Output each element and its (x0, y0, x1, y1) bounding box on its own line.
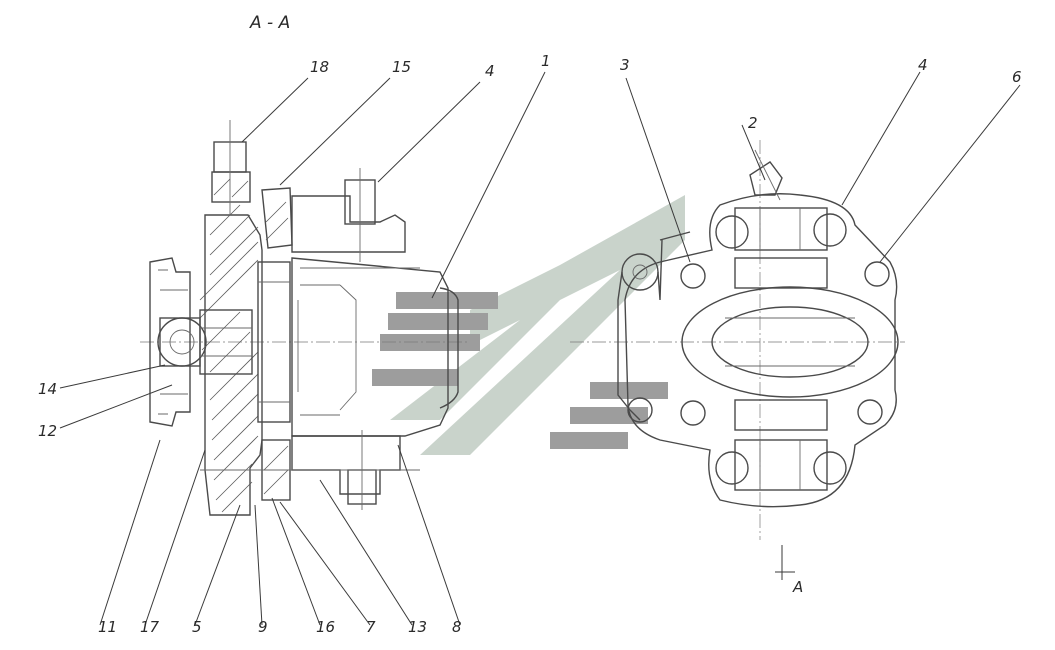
watermark-logo (372, 195, 685, 455)
leader-lines (59, 71, 1021, 626)
callout-15: 15 (392, 58, 411, 76)
callout-11: 11 (98, 618, 117, 636)
callout-18: 18 (310, 58, 329, 76)
callout-6: 6 (1012, 68, 1022, 86)
callout-8: 8 (452, 618, 462, 636)
callout-5: 5 (192, 618, 202, 636)
callout-9: 9 (258, 618, 268, 636)
section-view-left (140, 120, 470, 516)
callout-12: 12 (38, 422, 57, 440)
callout-17: 17 (140, 618, 160, 636)
section-mark-a: A (792, 578, 803, 596)
callout-7: 7 (366, 618, 376, 636)
callout-14: 14 (38, 380, 57, 398)
section-title: A - A (249, 13, 290, 33)
callout-16: 16 (316, 618, 335, 636)
callout-2: 2 (748, 114, 758, 132)
callout-1: 1 (541, 52, 551, 70)
callout-4-right: 4 (918, 56, 928, 74)
callout-4: 4 (485, 62, 495, 80)
callout-3: 3 (620, 56, 630, 74)
end-view-right (570, 140, 905, 540)
callout-13: 13 (408, 618, 427, 636)
